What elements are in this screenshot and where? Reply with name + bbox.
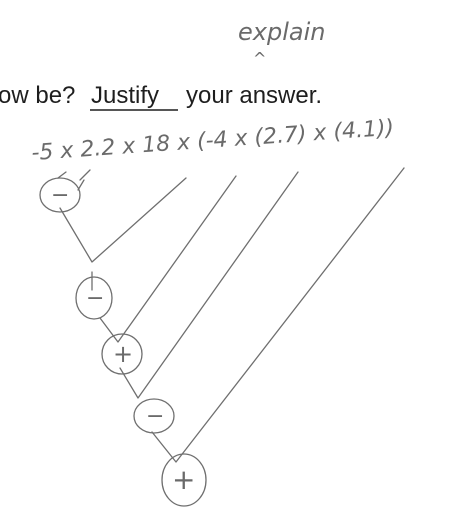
svg-text:−: −	[146, 404, 164, 429]
sign-circle-4: −	[133, 398, 175, 434]
annotation-explain: explain	[238, 18, 325, 46]
tree-line-1	[59, 177, 187, 263]
tree-line-4	[151, 167, 405, 463]
tick-mark-2	[79, 169, 91, 181]
tree-line-2	[91, 175, 237, 343]
sign-circle-1: −	[39, 177, 81, 213]
handwritten-expression: -5 x 2.2 x 18 x (-4 x (2.7) x (4.1))	[31, 116, 395, 166]
question-keyword-justify: Justify	[91, 82, 159, 109]
question-fragment: ow be?	[0, 82, 75, 109]
sign-circle-3: +	[101, 333, 143, 375]
svg-text:−: −	[51, 183, 69, 208]
svg-text:+: +	[113, 340, 133, 368]
sign-circle-5: +	[161, 453, 207, 507]
annotation-caret: ^	[253, 49, 266, 68]
tree-line-3	[119, 171, 299, 399]
svg-text:+: +	[172, 463, 195, 496]
svg-text:−: −	[86, 286, 104, 311]
tick-mark-1	[57, 171, 67, 179]
question-rest: your answer.	[186, 82, 322, 109]
sign-circle-2: −	[75, 276, 113, 320]
